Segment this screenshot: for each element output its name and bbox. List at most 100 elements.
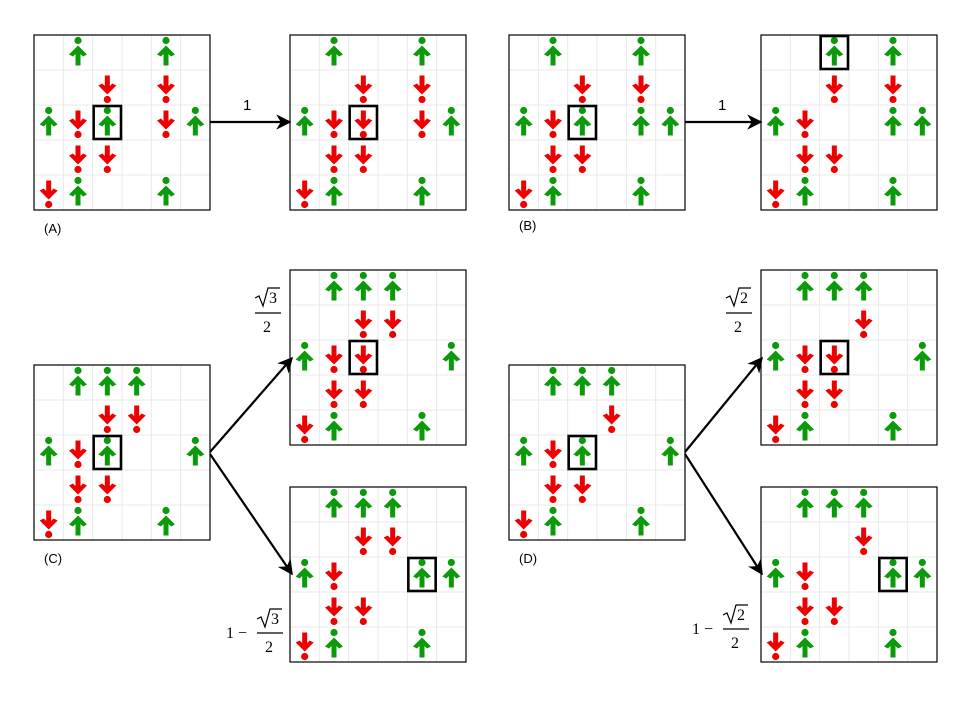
red-down-arrow-agent-icon bbox=[325, 597, 343, 626]
green-up-arrow-agent-icon bbox=[632, 176, 650, 206]
green-up-arrow-agent-icon bbox=[413, 558, 431, 588]
red-down-arrow-agent-icon bbox=[354, 345, 373, 374]
panel-c-upper-grid bbox=[289, 269, 467, 446]
focus-cell-box bbox=[348, 339, 379, 376]
green-up-arrow-agent-icon bbox=[544, 36, 562, 66]
probability-d-lower-denominator: 2 bbox=[731, 635, 739, 652]
green-up-arrow-agent-icon bbox=[796, 176, 814, 206]
green-up-arrow-agent-icon bbox=[854, 488, 873, 518]
red-down-arrow-agent-icon bbox=[98, 475, 117, 504]
transition-label-a: 1 bbox=[243, 97, 251, 114]
green-up-arrow-agent-icon bbox=[383, 271, 402, 301]
red-down-arrow-agent-icon bbox=[544, 145, 562, 174]
red-down-arrow-agent-icon bbox=[854, 527, 873, 556]
panel-label-c: (C) bbox=[44, 551, 62, 566]
green-up-arrow-agent-icon bbox=[573, 436, 592, 466]
sqrt-sign bbox=[256, 608, 282, 629]
red-down-arrow-agent-icon bbox=[325, 562, 343, 591]
focus-cell-box bbox=[92, 104, 123, 141]
green-up-arrow-agent-icon bbox=[825, 36, 844, 66]
green-up-arrow-agent-icon bbox=[98, 366, 117, 396]
focus-cell-box bbox=[92, 434, 123, 471]
panel-d-lower-grid bbox=[760, 486, 938, 663]
green-up-arrow-agent-icon bbox=[98, 436, 117, 466]
green-up-arrow-agent-icon bbox=[325, 411, 343, 441]
red-down-arrow-agent-icon bbox=[69, 145, 87, 174]
green-up-arrow-agent-icon bbox=[186, 436, 205, 466]
red-down-arrow-agent-icon bbox=[884, 75, 902, 104]
red-down-arrow-agent-icon bbox=[295, 180, 314, 209]
green-up-arrow-agent-icon bbox=[413, 411, 431, 441]
panel-a-before-grid bbox=[33, 34, 211, 211]
panel-b-after-grid bbox=[760, 34, 938, 211]
probability-d-upper-root: 2 bbox=[740, 290, 748, 307]
red-down-arrow-agent-icon bbox=[413, 110, 431, 139]
green-up-arrow-agent-icon bbox=[825, 271, 844, 301]
green-up-arrow-agent-icon bbox=[913, 558, 932, 588]
green-up-arrow-agent-icon bbox=[127, 366, 146, 396]
green-up-arrow-agent-icon bbox=[573, 106, 592, 136]
red-down-arrow-agent-icon bbox=[796, 562, 814, 591]
green-up-arrow-agent-icon bbox=[632, 106, 650, 136]
probability-c-upper-denominator: 2 bbox=[263, 319, 271, 336]
red-down-arrow-agent-icon bbox=[854, 310, 873, 339]
red-down-arrow-agent-icon bbox=[825, 145, 844, 174]
green-up-arrow-agent-icon bbox=[69, 506, 87, 536]
red-down-arrow-agent-icon bbox=[796, 597, 814, 626]
red-down-arrow-agent-icon bbox=[354, 310, 373, 339]
red-down-arrow-agent-icon bbox=[573, 75, 592, 104]
red-down-arrow-agent-icon bbox=[157, 110, 175, 139]
green-up-arrow-agent-icon bbox=[825, 488, 844, 518]
focus-cell-box bbox=[407, 556, 437, 593]
red-down-arrow-agent-icon bbox=[514, 510, 533, 539]
red-down-arrow-agent-icon bbox=[354, 145, 373, 174]
focus-cell-box bbox=[567, 434, 598, 471]
red-down-arrow-agent-icon bbox=[354, 75, 373, 104]
green-up-arrow-agent-icon bbox=[884, 411, 902, 441]
green-up-arrow-agent-icon bbox=[544, 506, 562, 536]
green-up-arrow-agent-icon bbox=[766, 341, 785, 371]
sqrt-sign bbox=[725, 287, 751, 308]
green-up-arrow-agent-icon bbox=[796, 628, 814, 658]
red-down-arrow-agent-icon bbox=[825, 380, 844, 409]
red-down-arrow-agent-icon bbox=[573, 475, 592, 504]
green-up-arrow-agent-icon bbox=[442, 106, 461, 136]
red-down-arrow-agent-icon bbox=[796, 345, 814, 374]
red-down-arrow-agent-icon bbox=[69, 110, 87, 139]
probability-c-lower-denominator: 2 bbox=[265, 639, 273, 656]
green-up-arrow-agent-icon bbox=[913, 341, 932, 371]
green-up-arrow-agent-icon bbox=[884, 558, 902, 588]
green-up-arrow-agent-icon bbox=[186, 106, 205, 136]
focus-cell-box bbox=[819, 34, 850, 71]
red-down-arrow-agent-icon bbox=[766, 415, 785, 444]
panel-c-before-grid bbox=[33, 364, 211, 541]
red-down-arrow-agent-icon bbox=[325, 345, 343, 374]
green-up-arrow-agent-icon bbox=[632, 506, 650, 536]
red-down-arrow-agent-icon bbox=[825, 345, 844, 374]
transition-arrow-d-upper bbox=[684, 356, 763, 453]
green-up-arrow-agent-icon bbox=[325, 271, 343, 301]
transition-label-b: 1 bbox=[718, 97, 726, 114]
transition-arrow-c-lower bbox=[209, 453, 293, 576]
green-up-arrow-agent-icon bbox=[325, 176, 343, 206]
red-down-arrow-agent-icon bbox=[544, 110, 562, 139]
green-up-arrow-agent-icon bbox=[383, 488, 402, 518]
transition-arrow-c-upper bbox=[209, 356, 294, 453]
transition-arrow-d-lower bbox=[684, 453, 763, 576]
red-down-arrow-agent-icon bbox=[325, 145, 343, 174]
green-up-arrow-agent-icon bbox=[514, 436, 533, 466]
green-up-arrow-agent-icon bbox=[69, 176, 87, 206]
red-down-arrow-agent-icon bbox=[825, 75, 844, 104]
probability-d-lower-prefix: 1 − bbox=[692, 621, 713, 638]
focus-cell-box bbox=[567, 104, 598, 141]
green-up-arrow-agent-icon bbox=[854, 271, 873, 301]
red-down-arrow-agent-icon bbox=[354, 380, 373, 409]
green-up-arrow-agent-icon bbox=[295, 558, 314, 588]
grid-frame bbox=[33, 364, 211, 541]
green-up-arrow-agent-icon bbox=[884, 36, 902, 66]
red-down-arrow-agent-icon bbox=[98, 145, 117, 174]
sqrt-sign bbox=[254, 287, 280, 308]
red-down-arrow-agent-icon bbox=[544, 475, 562, 504]
red-down-arrow-agent-icon bbox=[295, 632, 314, 661]
green-up-arrow-agent-icon bbox=[325, 488, 343, 518]
